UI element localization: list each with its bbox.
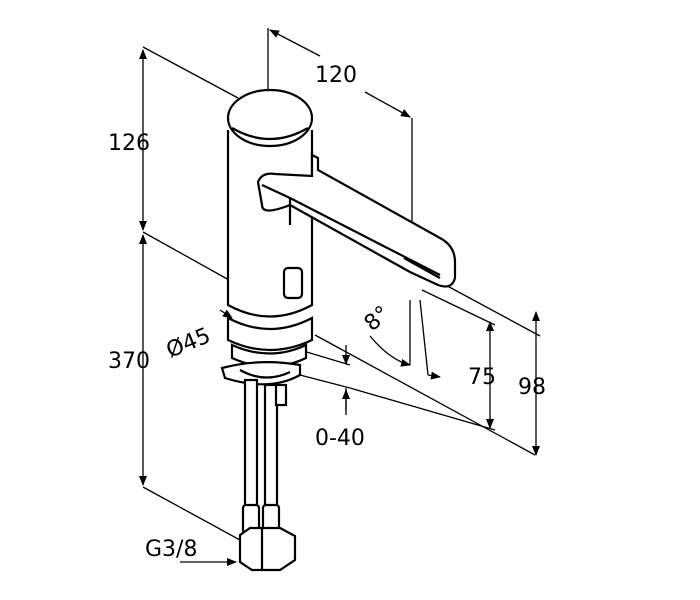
top-height-label: 126 [108,131,150,156]
diameter-label: Ø45 [163,323,214,363]
dimension-lines [139,29,540,566]
angle-label: 8° [360,301,395,336]
spout-height-label: 98 [518,375,546,400]
total-height-label: 370 [108,349,150,374]
connection-label: G3/8 [145,537,197,562]
base-collar [220,316,314,386]
supply-hoses [238,378,297,572]
extension-lines [142,28,541,541]
spout-reach-label: 120 [315,63,357,88]
outlet-height-label: 75 [468,365,496,390]
adjust-range-label: 0-40 [315,426,365,451]
spout [256,153,457,288]
